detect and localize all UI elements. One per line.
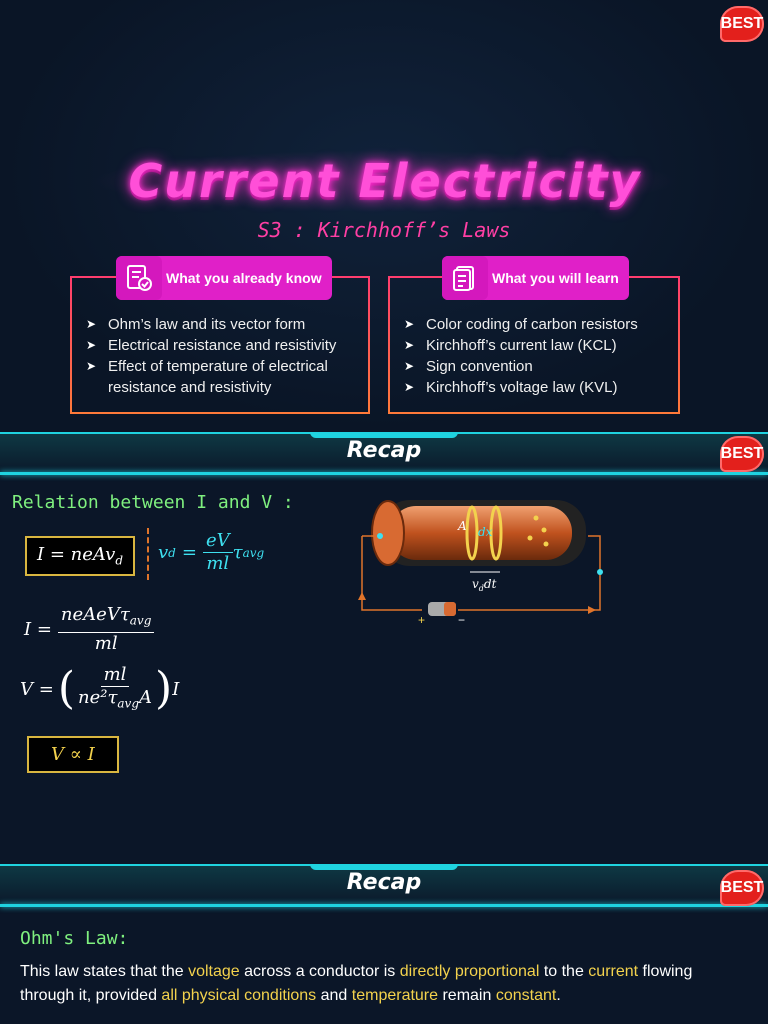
list-item: Color coding of carbon resistors bbox=[404, 314, 678, 335]
current-equation-box: I = neAvd bbox=[25, 536, 136, 576]
divider bbox=[0, 472, 768, 475]
recap-band bbox=[0, 432, 768, 476]
current-symbol: I bbox=[172, 678, 180, 700]
recap-slide-iv: Recap BEST Relation between I and V : I … bbox=[0, 432, 768, 864]
subtitle: S3 : Kirchhoff’s Laws bbox=[257, 218, 511, 242]
lhs: V = bbox=[20, 678, 54, 700]
area-label: A bbox=[457, 519, 467, 533]
list-item: Effect of temperature of electrical resi… bbox=[86, 356, 368, 398]
list-item: Sign convention bbox=[404, 356, 678, 377]
current-equation: I = neAv bbox=[37, 544, 116, 565]
list-item: Kirchhoff’s voltage law (KVL) bbox=[404, 377, 678, 398]
will-learn-list: Color coding of carbon resistors Kirchho… bbox=[404, 314, 678, 398]
best-badge: BEST bbox=[720, 870, 764, 906]
subscript: avg bbox=[242, 545, 265, 560]
conductor-circuit-diagram: A dx vddt + − bbox=[358, 500, 603, 627]
numerator: ml bbox=[100, 664, 130, 687]
recap-title: Recap bbox=[346, 870, 422, 895]
list-item: Ohm’s law and its vector form bbox=[86, 314, 368, 335]
tau-symbol: τ bbox=[232, 542, 243, 563]
wire-left bbox=[361, 536, 422, 611]
cross-section-b bbox=[489, 505, 503, 561]
vd-symbol: v bbox=[158, 542, 169, 563]
subscript: d bbox=[115, 553, 124, 568]
already-know-label: What you already know bbox=[166, 270, 322, 286]
will-learn-tag: What you will learn bbox=[442, 256, 629, 300]
already-know-box: What you already know Ohm’s law and its … bbox=[70, 256, 370, 414]
section-heading: Ohm's Law: bbox=[20, 928, 129, 949]
list-item: Kirchhoff’s current law (KCL) bbox=[404, 335, 678, 356]
denominator: ml bbox=[94, 632, 118, 654]
list-item: Electrical resistance and resistivity bbox=[86, 335, 368, 356]
numerator: neAeVτavg bbox=[57, 604, 155, 633]
will-learn-label: What you will learn bbox=[492, 270, 619, 286]
copper-core bbox=[390, 506, 572, 560]
lhs: I = bbox=[24, 618, 52, 640]
proportionality-box: V ∝ I bbox=[27, 736, 119, 773]
page-title: Current Electricity bbox=[90, 150, 680, 212]
divider bbox=[0, 904, 768, 907]
denominator: ml bbox=[206, 553, 230, 574]
dx-label: dx bbox=[478, 525, 493, 539]
title-slide: BEST Current Electricity S3 : Kirchhoff’… bbox=[0, 0, 768, 432]
recap-slide-ohms-law: Recap BEST Ohm's Law: This law states th… bbox=[0, 864, 768, 1024]
subscript: d bbox=[168, 545, 176, 560]
minus-terminal: − bbox=[458, 613, 465, 627]
numerator: eV bbox=[202, 530, 233, 553]
already-know-tag: What you already know bbox=[116, 256, 332, 300]
plus-terminal: + bbox=[418, 613, 425, 627]
ohms-law-statement: This law states that the voltage across … bbox=[20, 963, 693, 1004]
checklist-icon bbox=[116, 256, 162, 300]
denominator: ne²τavgA bbox=[77, 687, 153, 711]
recap-band bbox=[0, 864, 768, 908]
best-badge: BEST bbox=[720, 6, 764, 42]
section-heading: Relation between I and V : bbox=[12, 492, 294, 513]
already-know-list: Ohm’s law and its vector form Electrical… bbox=[86, 314, 368, 398]
recap-title: Recap bbox=[346, 438, 422, 463]
cross-section-a bbox=[465, 505, 479, 561]
dashed-divider bbox=[147, 528, 149, 580]
vdt-label: vddt bbox=[472, 577, 497, 593]
will-learn-box: What you will learn Color coding of carb… bbox=[388, 256, 680, 414]
document-icon bbox=[442, 256, 488, 300]
best-badge: BEST bbox=[720, 436, 764, 472]
divider-notch bbox=[310, 864, 458, 870]
conductor-end bbox=[371, 500, 405, 566]
divider-notch bbox=[310, 432, 458, 438]
